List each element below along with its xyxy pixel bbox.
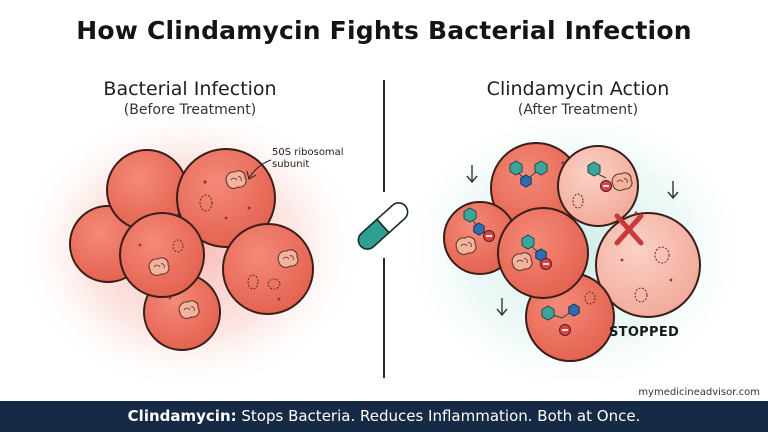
divider-top — [383, 80, 385, 192]
ribosome-annotation: 50S ribosomal subunit — [272, 147, 344, 170]
ribosome-icon — [277, 249, 299, 268]
drug-molecules — [455, 160, 673, 337]
bacterium — [222, 223, 314, 315]
drug-molecule-icon — [455, 207, 496, 255]
bacterium — [557, 145, 639, 227]
left-panel-heading: Bacterial Infection — [103, 78, 277, 100]
ribosome-icon — [178, 300, 200, 319]
drug-molecule-icon — [587, 161, 633, 193]
footer-text: Clindamycin: Stops Bacteria. Reduces Inf… — [0, 407, 768, 425]
right-panel-header: Clindamycin Action (After Treatment) — [428, 78, 728, 120]
source-credit: mymedicineadvisor.com — [638, 387, 760, 398]
x-mark-icon — [614, 213, 644, 246]
left-panel-subheading: (Before Treatment) — [123, 102, 257, 118]
drug-molecule-icon — [541, 303, 580, 337]
footer-drug-name: Clindamycin: — [127, 407, 237, 425]
ribosome-icons-left — [138, 170, 299, 319]
dotted-particle — [199, 194, 213, 212]
ribosome-icon — [148, 257, 170, 276]
right-panel-heading: Clindamycin Action — [486, 78, 670, 100]
footer-bar: Clindamycin: Stops Bacteria. Reduces Inf… — [0, 401, 768, 432]
capsule-icon — [357, 202, 409, 250]
stopped-label: STOPPED — [609, 325, 680, 340]
bacterium — [176, 148, 276, 248]
ribosome-icon — [225, 170, 247, 189]
drug-molecule-icon — [511, 234, 553, 271]
annotation-pointer — [246, 159, 272, 180]
dotted-particle — [172, 239, 184, 253]
dotted-particle — [267, 278, 281, 290]
drug-molecule-icon — [509, 160, 548, 188]
page-title: How Clindamycin Fights Bacterial Infecti… — [76, 16, 692, 45]
bacterium — [119, 212, 205, 298]
divider-bottom — [383, 258, 385, 378]
dotted-particle — [247, 274, 259, 290]
right-panel-subheading: (After Treatment) — [517, 102, 639, 118]
bacteria-cluster — [69, 148, 314, 351]
left-panel-header: Bacterial Infection (Before Treatment) — [40, 78, 340, 120]
footer-tagline: Stops Bacteria. Reduces Inflammation. Bo… — [236, 407, 641, 425]
